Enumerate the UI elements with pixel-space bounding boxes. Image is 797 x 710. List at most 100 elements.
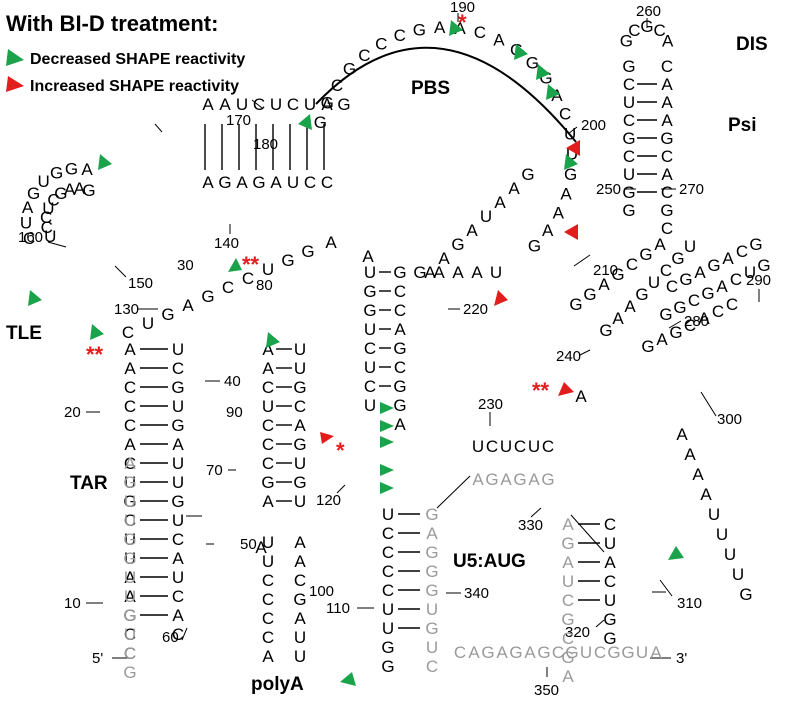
nucleotide: C: [124, 511, 136, 530]
nucleotide: U: [172, 397, 184, 416]
nucleotide: G: [635, 285, 648, 304]
nucleotide: G: [583, 285, 596, 304]
nucleotide: U: [37, 172, 49, 191]
asterisk-mark: *: [458, 10, 467, 35]
nucleotide: C: [222, 278, 234, 297]
nucleotide: A: [294, 552, 306, 571]
red-triangle-icon: [320, 432, 334, 444]
nucleotide: C: [623, 75, 635, 94]
nucleotide: A: [472, 470, 484, 489]
nucleotide: U: [708, 505, 720, 524]
tar-label: TAR: [70, 473, 108, 494]
nucleotide: A: [496, 643, 508, 662]
nucleotide: C: [394, 282, 406, 301]
nucleotide: A: [433, 263, 445, 282]
position-number: 140: [214, 235, 239, 252]
nucleotide: C: [712, 302, 724, 321]
nucleotide: C: [124, 378, 136, 397]
nucleotide: C: [294, 571, 306, 590]
nucleotide: U: [124, 549, 136, 568]
nucleotide: G: [621, 643, 634, 662]
nucleotide: U: [270, 95, 282, 114]
nucleotide: G: [749, 235, 762, 254]
nucleotide: G: [171, 416, 184, 435]
nucleotide: U: [172, 568, 184, 587]
nucleotide: G: [27, 184, 40, 203]
nucleotide: U: [724, 545, 736, 564]
position-number: 320: [565, 624, 590, 641]
nucleotide: A: [202, 95, 214, 114]
nucleotide: C: [559, 105, 571, 124]
nucleotide: C: [628, 21, 640, 40]
nucleotide: C: [122, 323, 134, 342]
nucleotide: A: [562, 553, 574, 572]
nucleotide: C: [40, 208, 52, 227]
nucleotide: G: [314, 113, 327, 132]
nucleotide: G: [293, 473, 306, 492]
nucleotide: C: [661, 147, 673, 166]
position-number: 50: [240, 536, 257, 553]
position-number: 190: [450, 0, 475, 16]
nucleotide: U: [262, 397, 274, 416]
nucleotide: C: [382, 543, 394, 562]
position-number: 40: [224, 373, 241, 390]
nucleotide: A: [500, 470, 512, 489]
nucleotide: G: [161, 305, 174, 324]
nucleotide: U: [382, 600, 394, 619]
nucleotide: G: [82, 181, 95, 200]
nucleotide: A: [262, 492, 274, 511]
nucleotide: C: [562, 629, 574, 648]
position-number: 240: [556, 348, 581, 365]
red-triangle-icon: [566, 140, 580, 156]
nucleotide: C: [262, 378, 274, 397]
nucleotide: U: [262, 260, 274, 279]
asterisk-mark: **: [242, 252, 260, 277]
nucleotide: C: [321, 173, 333, 192]
position-number: 30: [177, 257, 194, 274]
nucleotide: G: [707, 256, 720, 275]
nucleotide: C: [242, 269, 254, 288]
green-triangle-icon: [228, 258, 242, 272]
nucleotide-layer: GGCGCCCGAACAGGGACUUGAAAGGAUCUCUAAAGAGAUC…: [20, 17, 771, 686]
nucleotide: C: [688, 291, 700, 310]
nucleotide: C: [375, 34, 387, 53]
nucleotide: G: [569, 295, 582, 314]
nucleotide: U: [623, 165, 635, 184]
nucleotide: G: [171, 492, 184, 511]
nucleotide: A: [612, 309, 624, 328]
nucleotide: A: [716, 277, 728, 296]
nucleotide: G: [123, 606, 136, 625]
green-triangle-icon: [546, 84, 560, 100]
three-prime-end-label: 3': [676, 650, 687, 667]
nucleotide: C: [262, 435, 274, 454]
nucleotide: U: [294, 647, 306, 666]
nucleotide: A: [452, 263, 464, 282]
nucleotide: U: [236, 95, 248, 114]
nucleotide: C: [294, 397, 306, 416]
nucleotide: A: [294, 416, 306, 435]
nucleotide: U: [124, 530, 136, 549]
nucleotide: U: [364, 358, 376, 377]
nucleotide: A: [294, 533, 306, 552]
position-number: 350: [534, 682, 559, 699]
nucleotide: G: [393, 263, 406, 282]
position-number: 230: [478, 396, 503, 413]
nucleotide: G: [639, 245, 652, 264]
nucleotide: U: [426, 638, 438, 657]
nucleotide: G: [123, 606, 136, 625]
nucleotide: A: [362, 247, 374, 266]
nucleotide: U: [382, 505, 394, 524]
nucleotide: A: [692, 465, 704, 484]
nucleotide: U: [636, 643, 648, 662]
nucleotide: A: [325, 233, 337, 252]
nucleotide: U: [490, 263, 502, 282]
nucleotide: U: [732, 565, 744, 584]
nucleotide: G: [252, 173, 265, 192]
position-number: 280: [684, 313, 709, 330]
significance-asterisks: * ** ** * **: [86, 10, 550, 463]
nucleotide: C: [262, 609, 274, 628]
nucleotide: U: [172, 473, 184, 492]
nucleotide: G: [485, 470, 498, 489]
nucleotide: U: [172, 511, 184, 530]
